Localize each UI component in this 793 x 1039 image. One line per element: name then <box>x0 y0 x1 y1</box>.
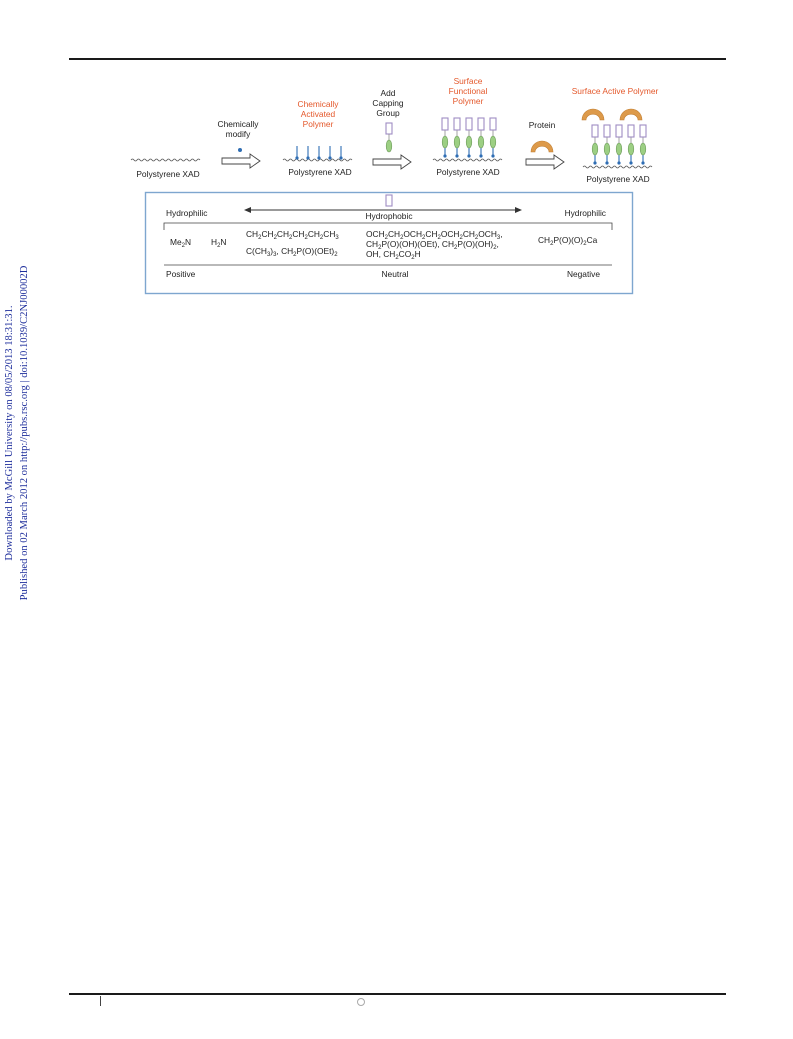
functional-chain-icon <box>465 117 473 159</box>
top-rule <box>69 58 726 60</box>
surface-active-label: Surface Active Polymer <box>572 86 659 96</box>
functional-label: Functional <box>449 86 488 96</box>
xad-label-2: Polystyrene XAD <box>288 167 351 177</box>
positive-label: Positive <box>166 269 196 279</box>
capping-label: Capping <box>372 98 404 108</box>
capping-label: Add <box>381 88 396 98</box>
stem-icon <box>305 145 311 161</box>
capping-group-icon <box>385 194 393 207</box>
hydrophobic-label: Hydrophobic <box>365 211 412 221</box>
stem-icon <box>316 145 322 161</box>
functional-chain-icon <box>615 124 623 166</box>
protein-label: Protein <box>529 120 556 130</box>
protein-icon <box>581 108 605 121</box>
scheme-figure: Polystyrene XAD Chemically modify Chemic… <box>130 76 659 295</box>
hydrophilic-left-label: Hydrophilic <box>166 208 207 218</box>
functional-chain-icon <box>477 117 485 159</box>
group-me2n: Me2N <box>170 237 191 249</box>
activated-label: Activated <box>301 109 336 119</box>
neutral-label: Neutral <box>382 269 409 279</box>
chem-modify-label: modify <box>226 129 251 139</box>
polystyrene-wave-2 <box>282 158 353 162</box>
xad-label-4: Polystyrene XAD <box>586 174 649 184</box>
hydrophilic-right-label: Hydrophilic <box>565 208 606 218</box>
stem-icon <box>327 145 333 161</box>
functional-chain-icon <box>441 117 449 159</box>
functional-chain-icon <box>639 124 647 166</box>
property-table-box <box>144 191 634 295</box>
functional-chain-icon <box>603 124 611 166</box>
polystyrene-wave-4 <box>582 165 653 169</box>
arrow-icon <box>221 153 261 169</box>
group-calcium-phosphonate: CH2P(O)(O)2Ca <box>538 235 598 247</box>
xad-label-3: Polystyrene XAD <box>436 167 499 177</box>
stem-icon <box>294 145 300 161</box>
group-oh-acid: OH, CH2CO2H <box>366 249 421 261</box>
chem-modify-label: Chemically <box>218 119 260 129</box>
functional-chain-icon <box>627 124 635 166</box>
group-phosphonates: CH2P(O)(OH)(OEt), CH2P(O)(OH)2, <box>366 239 499 251</box>
bottom-rule <box>69 993 726 995</box>
polystyrene-wave-1 <box>130 158 201 162</box>
hydrophobicity-arrow <box>244 207 522 213</box>
arrow-icon <box>525 154 565 170</box>
protein-icon <box>530 140 554 153</box>
polystyrene-wave-3 <box>432 158 503 162</box>
functional-label: Surface <box>454 76 483 86</box>
functional-chain-icon <box>591 124 599 166</box>
xad-label-1: Polystyrene XAD <box>136 169 199 179</box>
reagent-dot-icon <box>238 148 242 152</box>
functional-chain-icon <box>489 117 497 159</box>
linker-icon <box>385 139 393 153</box>
group-hexyl: CH2CH2CH2CH2CH2CH3 <box>246 229 339 241</box>
functional-chain-icon <box>453 117 461 159</box>
bracket-line <box>163 222 613 230</box>
activated-label: Polymer <box>303 119 334 129</box>
footer-divider <box>100 996 101 1006</box>
capping-label: Group <box>376 108 400 118</box>
functional-label: Polymer <box>453 96 484 106</box>
activated-label: Chemically <box>298 99 340 109</box>
arrow-icon <box>372 154 412 170</box>
stem-icon <box>338 145 344 161</box>
footer-circle-icon <box>357 998 365 1006</box>
protein-icon <box>619 108 643 121</box>
group-h2n: H2N <box>211 237 226 249</box>
capping-group-icon <box>385 122 393 135</box>
negative-label: Negative <box>567 269 600 279</box>
